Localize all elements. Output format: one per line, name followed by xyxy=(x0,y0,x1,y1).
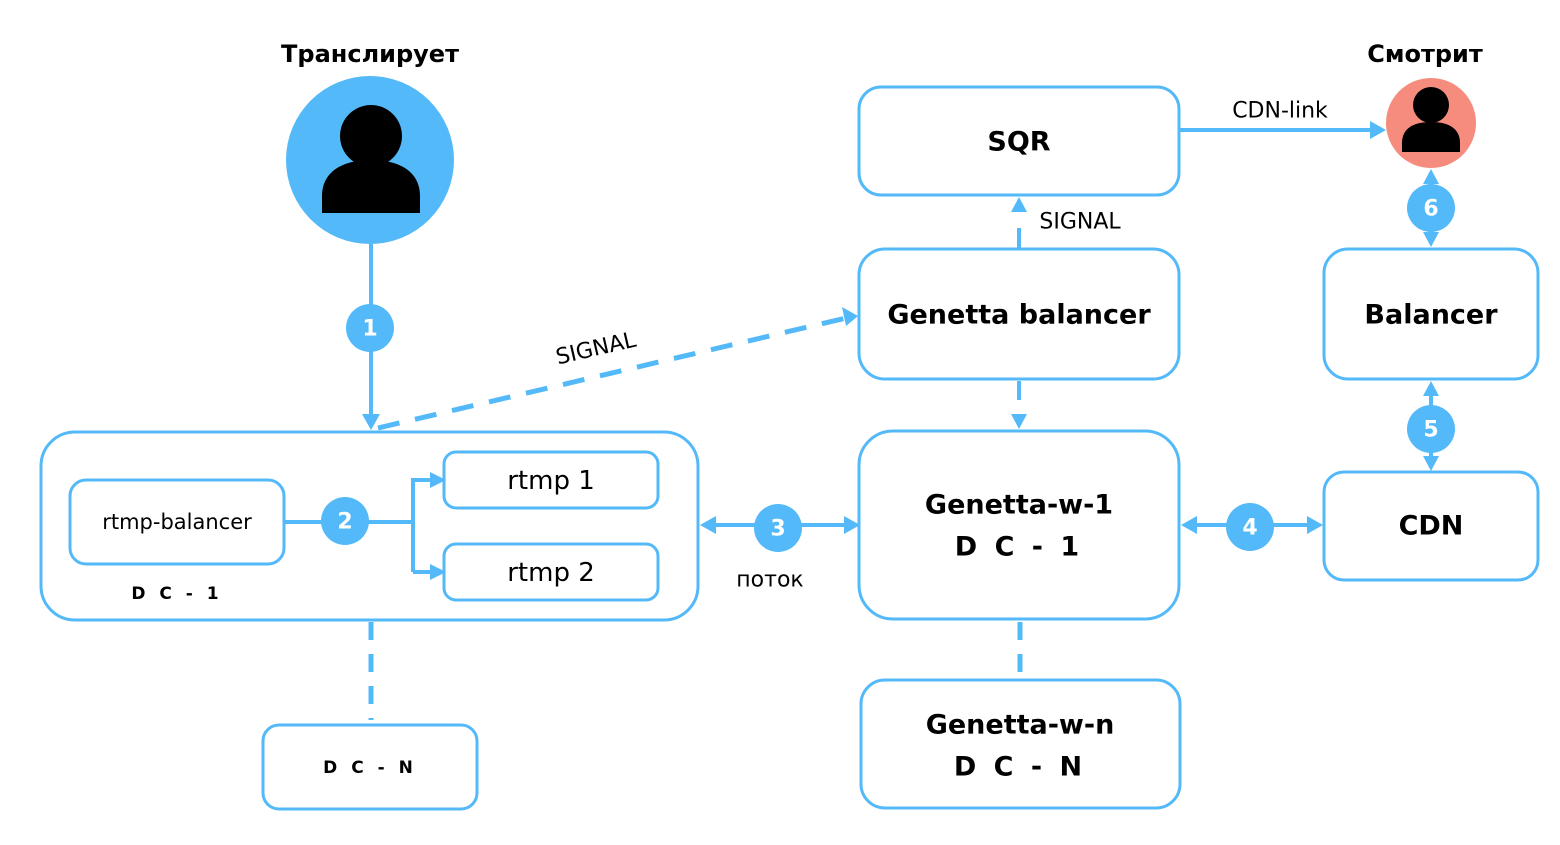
svg-text:3: 3 xyxy=(770,517,785,542)
rtmp2-label: rtmp 2 xyxy=(507,558,595,588)
edge-rtmp-fork xyxy=(284,472,446,580)
step-badge-4: 4 xyxy=(1226,503,1274,551)
genetta-balancer-node[interactable] xyxy=(857,247,1181,381)
svg-text:2: 2 xyxy=(337,510,352,535)
balancer-node[interactable] xyxy=(1322,247,1540,381)
cdn-node[interactable] xyxy=(1322,470,1540,582)
svg-text:4: 4 xyxy=(1242,516,1257,541)
svg-text:1: 1 xyxy=(362,317,377,342)
balancer-label: Balancer xyxy=(1364,300,1498,331)
edge-signal-to-genetta-balancer xyxy=(377,307,858,431)
dc1-group-label: D C - 1 xyxy=(131,584,222,604)
genetta-balancer-label: Genetta balancer xyxy=(887,300,1151,331)
signal-label-vertical: SIGNAL xyxy=(1039,210,1121,235)
sqr-node[interactable] xyxy=(857,85,1181,197)
dcn-label: D C - N xyxy=(323,758,417,778)
genetta-wn-node[interactable] xyxy=(859,678,1182,810)
user-icon xyxy=(322,105,420,213)
step-badge-3: 3 xyxy=(754,504,802,552)
edge-balancer-to-worker xyxy=(1011,381,1027,429)
step-badge-5: 5 xyxy=(1407,405,1455,453)
svg-text:6: 6 xyxy=(1423,197,1438,222)
sqr-label: SQR xyxy=(987,127,1050,158)
genetta-w1-label: Genetta-w-1 xyxy=(925,490,1113,521)
user-icon xyxy=(1402,87,1460,152)
rtmp-balancer-label: rtmp-balancer xyxy=(102,510,252,534)
step-badge-2: 2 xyxy=(321,497,369,545)
edge-cdn-link xyxy=(1180,121,1386,139)
rtmp1-label: rtmp 1 xyxy=(507,466,595,496)
dcn-node[interactable] xyxy=(261,723,479,811)
step-badge-1: 1 xyxy=(346,304,394,352)
broadcaster-avatar xyxy=(286,76,454,244)
viewer-avatar xyxy=(1386,78,1476,168)
viewer-label: Смотрит xyxy=(1367,40,1483,68)
signal-label-diagonal: SIGNAL xyxy=(554,328,640,371)
stream-label: поток xyxy=(736,568,803,593)
broadcaster-label: Транслирует xyxy=(281,40,459,68)
svg-text:5: 5 xyxy=(1423,418,1438,443)
step-badge-6: 6 xyxy=(1407,184,1455,232)
genetta-wn-label: Genetta-w-n xyxy=(926,710,1115,741)
edge-signal-to-sqr xyxy=(1011,197,1027,248)
cdn-label: CDN xyxy=(1399,511,1464,542)
genetta-wn-dc-label: D C - N xyxy=(954,752,1086,783)
genetta-w1-dc-label: D C - 1 xyxy=(955,532,1083,563)
cdn-link-label: CDN-link xyxy=(1232,99,1328,124)
genetta-w1-node[interactable] xyxy=(857,429,1181,621)
